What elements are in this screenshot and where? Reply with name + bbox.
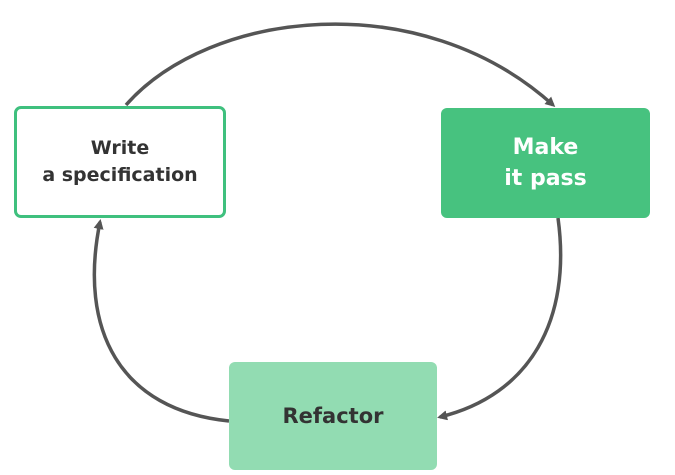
arrow-make-to-refactor [437, 217, 563, 421]
arrow-refactor-to-write [92, 219, 230, 423]
write-node-line1: Write [90, 137, 150, 159]
refactor-node: Refactor [229, 362, 437, 470]
arrow-write-to-make [124, 22, 556, 108]
make-it-pass-node: Make it pass [441, 108, 650, 218]
write-specification-node: Write a specification [14, 106, 226, 218]
write-node-line2: a specification [42, 164, 198, 186]
make-node-line2: it pass [504, 166, 587, 191]
make-node-line1: Make [512, 135, 579, 160]
refactor-node-label: Refactor [282, 404, 384, 428]
